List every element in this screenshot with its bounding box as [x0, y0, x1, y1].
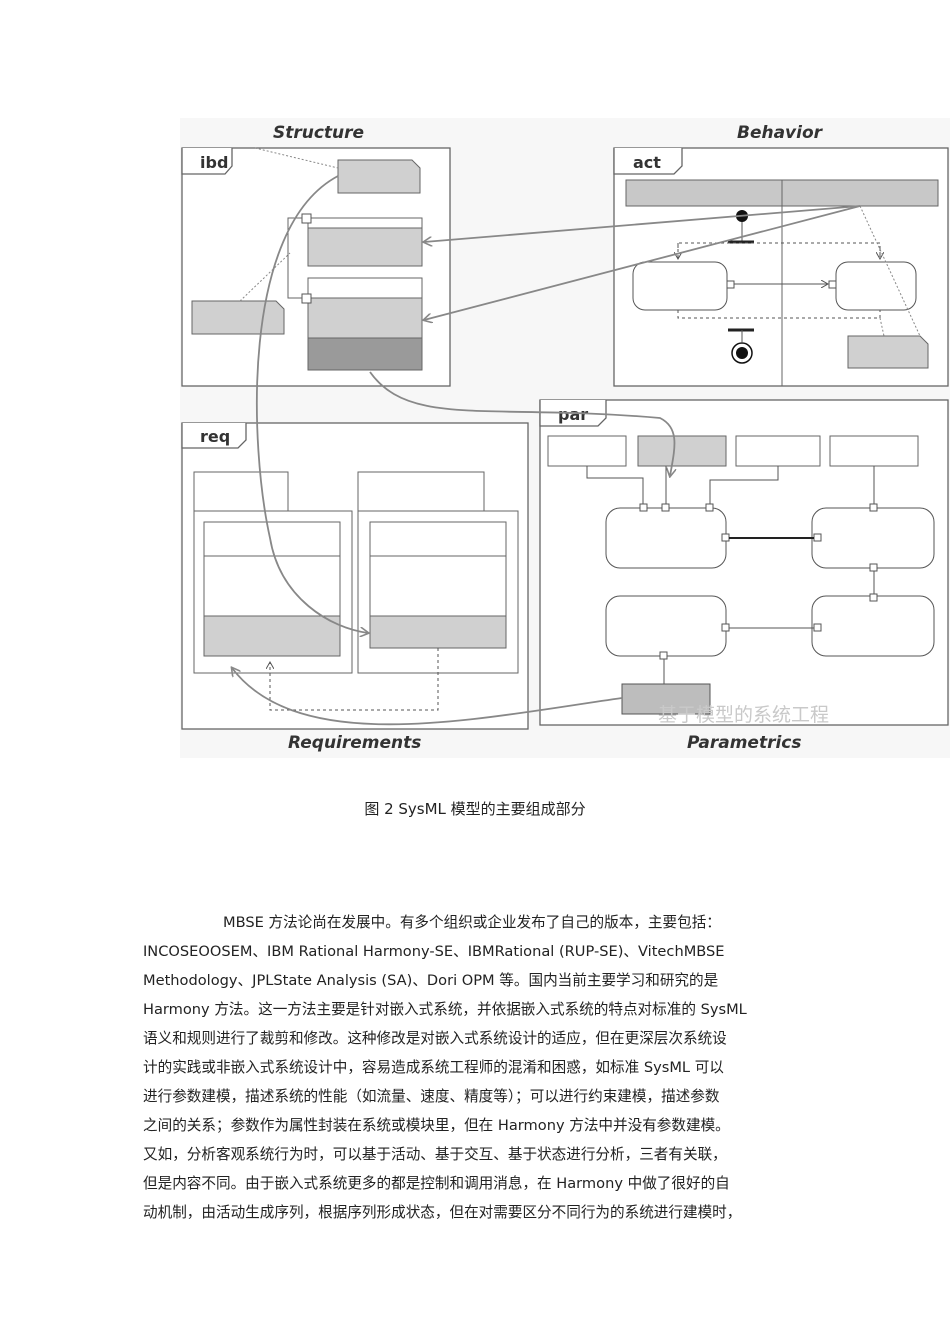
- paragraph-line: Methodology、JPLState Analysis (SA)、Dori …: [143, 972, 719, 989]
- param-box-bottom: [621, 683, 711, 715]
- req-label: req: [200, 427, 230, 446]
- ibd-note-top: [337, 159, 421, 194]
- constraint-2: [811, 507, 935, 569]
- act-frame: act: [613, 147, 949, 387]
- sysml-diagram-svg: Structure Behavior Requirements Parametr…: [180, 118, 950, 758]
- behavior-title: Behavior: [737, 123, 824, 143]
- act-label: act: [633, 153, 661, 172]
- param-box-2: [637, 435, 727, 467]
- par-frame: par 基于模型的系统工程: [539, 399, 949, 726]
- paragraph-line: 动机制，由活动生成序列，根据序列形成状态，但在对需要区分不同行为的系统进行建模时…: [143, 1204, 742, 1221]
- sysml-diagram-figure: Structure Behavior Requirements Parametr…: [180, 118, 950, 758]
- action-2: [835, 261, 917, 311]
- paragraph-line: INCOSEOOSEM、IBM Rational Harmony-SE、IBMR…: [143, 943, 725, 960]
- param-box-3: [735, 435, 821, 467]
- figure-caption: 图 2 SysML 模型的主要组成部分: [364, 800, 586, 818]
- watermark: 基于模型的系统工程: [658, 704, 829, 726]
- param-box-4: [829, 435, 919, 467]
- paragraph-line: 语义和规则进行了裁剪和修改。这种修改是对嵌入式系统设计的适应，但在更深层次系统设: [143, 1030, 727, 1047]
- paragraph-line: 进行参数建模，描述系统的性能（如流量、速度、精度等）；可以进行约束建模，描述参数: [143, 1088, 720, 1105]
- param-box-1: [547, 435, 627, 467]
- constraint-1: [605, 507, 727, 569]
- constraint-3: [605, 595, 727, 657]
- requirements-title: Requirements: [288, 733, 421, 753]
- parametrics-title: Parametrics: [687, 733, 801, 753]
- paragraph-line: Harmony 方法。这一方法主要是针对嵌入式系统，并依据嵌入式系统的特点对标准…: [143, 1001, 747, 1018]
- act-note: [847, 335, 929, 369]
- par-label: par: [558, 405, 588, 424]
- paragraph-line: MBSE 方法论尚在发展中。有多个组织或企业发布了自己的版本，主要包括：: [223, 914, 721, 931]
- ibd-note-left: [191, 300, 285, 335]
- ibd-label: ibd: [200, 153, 228, 172]
- action-1: [632, 261, 728, 311]
- paragraph-line: 计的实践或非嵌入式系统设计中，容易造成系统工程师的混淆和困惑，如标准 SysML…: [143, 1059, 724, 1076]
- structure-title: Structure: [273, 123, 364, 143]
- ibd-frame: ibd: [181, 147, 451, 387]
- paragraph-line: 但是内容不同。由于嵌入式系统更多的都是控制和调用消息，在 Harmony 中做了…: [143, 1175, 730, 1192]
- constraint-4: [811, 595, 935, 657]
- paragraph-line: 之间的关系；参数作为属性封装在系统或模块里，但在 Harmony 方法中并没有参…: [143, 1117, 730, 1134]
- paragraph-line: 又如，分析客观系统行为时，可以基于活动、基于交互、基于状态进行分析，三者有关联，: [143, 1146, 727, 1163]
- req-frame: req: [181, 422, 529, 730]
- body-paragraph: MBSE 方法论尚在发展中。有多个组织或企业发布了自己的版本，主要包括： INC…: [143, 908, 808, 1227]
